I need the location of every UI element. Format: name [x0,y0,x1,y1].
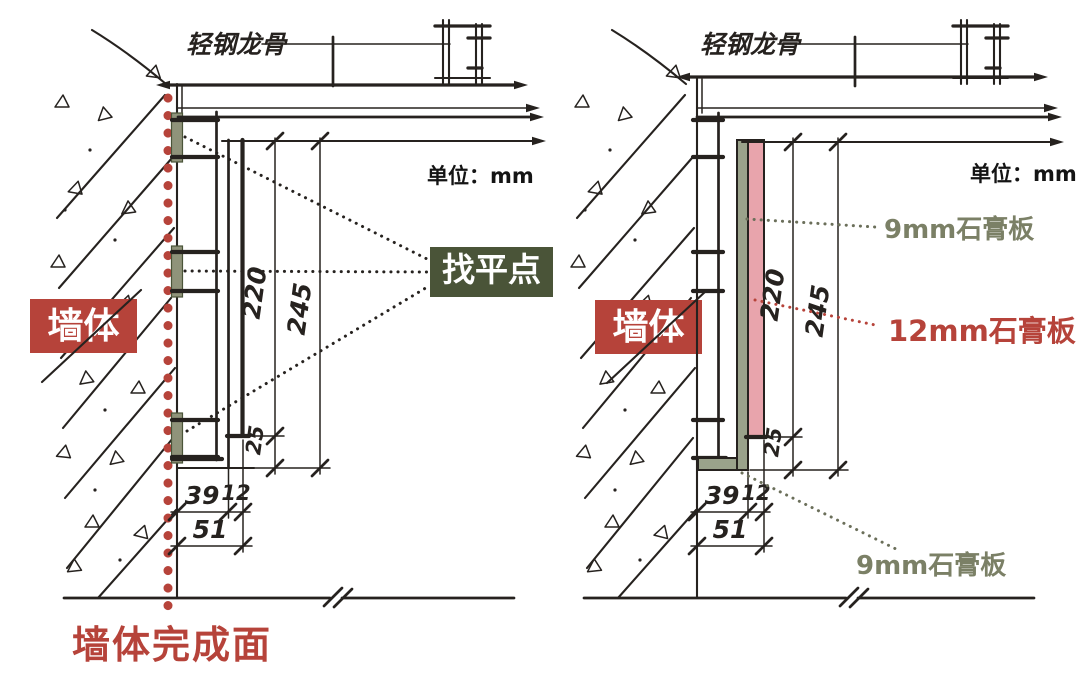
leveling-pad [170,412,184,464]
bottom-dimensions: 39 12 51 [687,439,774,556]
hatch-over-tag [40,288,143,384]
leveling-callout: 找平点 [183,135,553,433]
hatch-over-tag [605,289,708,385]
vertical-dimensions: 220 245 25 [237,131,331,478]
gypsum-9mm-top-label: 9mm石膏板 [884,214,1034,245]
leveling-pad [170,112,184,163]
dim-220: 220 [237,265,273,321]
unit-note: 单位：mm [427,164,534,188]
leveling-label-box [430,247,553,297]
floor-line [62,586,516,609]
wall-finish-caption: 墙体完成面 [72,623,272,667]
dim-39: 39 [185,481,220,510]
ceiling-lines [156,80,546,146]
gypsum-9mm-vertical [736,139,749,471]
dim-25: 25 [241,424,269,456]
wall-tag-label: 墙体 [612,307,684,348]
dim-12: 12 [221,481,250,505]
keel-section-sketch [951,18,1010,86]
leveling-label: 找平点 [442,250,541,289]
framing-lines [169,82,256,600]
leveling-pad [170,245,184,298]
right-diagram: 墙体 [570,18,1077,609]
vertical-dimensions: 220 245 25 [749,132,849,480]
dim-245: 245 [800,283,836,339]
dim-245: 245 [282,281,318,337]
gypsum-9mm-bottom-label: 9mm石膏板 [856,550,1006,581]
ceiling-lines [676,72,1064,147]
gypsum-9mm-bottom [697,457,738,471]
board-callouts: 9mm石膏板 12mm石膏板 9mm石膏板 [740,214,1077,581]
aggregate-specks [583,148,657,562]
wall-tag-label: 墙体 [47,306,119,347]
bottom-dimensions: 39 12 51 [167,481,253,556]
dim-51: 51 [193,515,228,544]
keel-section-sketch [433,18,492,86]
dim-220: 220 [755,267,791,323]
dim-51: 51 [713,515,748,544]
floor-line [582,586,1036,609]
dim-39: 39 [705,481,740,510]
gypsum-12mm-label: 12mm石膏板 [888,314,1077,348]
unit-note: 单位：mm [970,162,1077,186]
dim-12: 12 [741,481,770,505]
left-diagram: 墙体 [30,18,553,667]
